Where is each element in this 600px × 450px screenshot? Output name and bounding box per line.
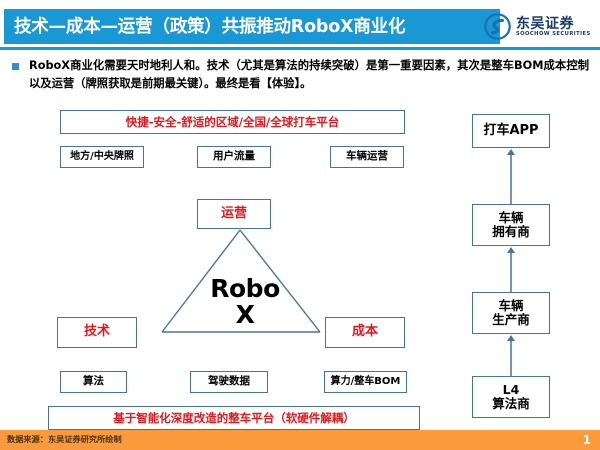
triangle-node-label: 技术 (83, 324, 110, 340)
bullet-text: RoboX商业化需要天时地利人和。技术（尤其是算法的持续突破）是第一重要因素，其… (29, 59, 589, 90)
footer-bar (0, 430, 600, 450)
arrow-up-icon (507, 247, 515, 292)
arrow-up-icon (507, 149, 515, 204)
upper-box-license: 地方/中央牌照 (60, 146, 144, 168)
lower-box-label: 算力/整车BOM (330, 376, 401, 388)
soochow-swirl-icon (484, 13, 511, 40)
top-banner-label: 快捷-安全-舒适的区域/全国/全球打车平台 (125, 114, 340, 129)
chain-node-label: 车辆 (498, 210, 524, 225)
chain-node-label: 车辆 (498, 298, 524, 313)
header-divider (0, 47, 600, 50)
lower-box-driving-data: 驾驶数据 (190, 371, 268, 393)
robox-line2: X (235, 300, 255, 329)
lower-box-label: 驾驶数据 (208, 375, 250, 388)
triangle-node-cost: 成本 (325, 317, 405, 348)
triangle-connectors (161, 229, 321, 333)
square-bullet-icon (12, 63, 19, 70)
triangle-node-operations: 运营 (197, 199, 271, 229)
header-bar (4, 9, 500, 44)
upper-box-label: 车辆运营 (346, 150, 388, 163)
chain-node-l4-algorithm: L4 算法商 (472, 376, 550, 418)
chain-node-vehicle-owner: 车辆 拥有商 (472, 204, 550, 246)
robox-line1: Robo (210, 274, 280, 303)
triangle-node-label: 运营 (220, 205, 247, 221)
upper-box-label: 地方/中央牌照 (70, 151, 134, 163)
robox-wordmark: Robo X (180, 276, 310, 328)
triangle-node-technology: 技术 (57, 317, 137, 348)
bottom-banner-box: 基于智能化深度改造的整车平台（软硬件解耦） (48, 406, 420, 430)
triangle-node-label: 成本 (351, 324, 378, 340)
logo-name-cn: 东吴证券 (516, 16, 574, 32)
chain-node-label: 算法商 (492, 396, 530, 411)
footer-source: 数据来源：东吴证券研究所绘制 (7, 434, 122, 444)
upper-box-traffic: 用户流量 (197, 146, 271, 168)
logo-name-en: SOOCHOW SECURITIES (516, 31, 591, 37)
lower-box-label: 算法 (83, 375, 104, 388)
top-banner-box: 快捷-安全-舒适的区域/全国/全球打车平台 (60, 110, 405, 134)
chain-node-label: L4 (502, 382, 520, 397)
chain-node-label: 打车APP (483, 122, 539, 138)
chain-node-hailing-app: 打车APP (472, 114, 550, 148)
chain-node-label: 生产商 (492, 312, 530, 327)
lower-box-compute-bom: 算力/整车BOM (324, 371, 407, 393)
bottom-banner-label: 基于智能化深度改造的整车平台（软硬件解耦） (113, 410, 355, 425)
upper-box-fleet-ops: 车辆运营 (330, 146, 404, 168)
lower-box-algorithm: 算法 (60, 371, 127, 393)
page-title: 技术—成本—运营（政策）共振推动RoboX商业化 (14, 17, 406, 37)
upper-box-label: 用户流量 (213, 150, 255, 163)
page-number: 1 (582, 433, 591, 447)
chain-node-vehicle-manufacturer: 车辆 生产商 (472, 292, 550, 334)
chain-node-label: 拥有商 (492, 224, 530, 239)
company-logo: 东吴证券 SOOCHOW SECURITIES (484, 11, 594, 45)
arrow-up-icon (507, 335, 515, 376)
